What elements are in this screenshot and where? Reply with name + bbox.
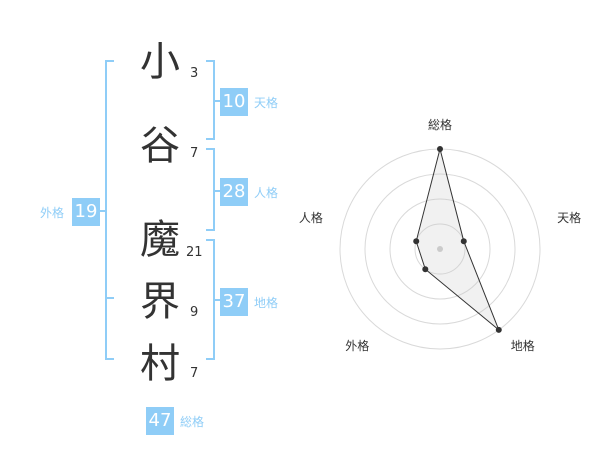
gaikaku-label: 外格: [40, 206, 65, 220]
radar-ring-1: [414, 223, 466, 275]
stroke-count-4: 9: [190, 305, 199, 320]
radar-ring-3: [364, 173, 516, 325]
soukaku-value: 47: [146, 407, 174, 435]
tenkaku-value: 10: [220, 88, 248, 116]
chikaku-value: 37: [220, 288, 248, 316]
gaikaku-bracket: [100, 60, 114, 360]
name-char-4: 界: [140, 279, 180, 325]
tenkaku-bracket: [206, 60, 220, 140]
radar-axis-label-5: 人格: [299, 210, 323, 225]
radar-axis-label-4: 外格: [345, 338, 369, 353]
radar-axis-label-1: 総格: [428, 117, 452, 132]
name-char-1: 小: [140, 39, 180, 85]
radar-center: [437, 246, 443, 252]
chikaku-bracket: [206, 239, 220, 360]
radar-point-5: [413, 238, 420, 245]
name-char-5: 村: [140, 341, 180, 387]
stroke-count-5: 7: [190, 366, 199, 381]
gaikaku-value: 19: [72, 198, 100, 226]
jinkaku-bracket: [206, 148, 220, 231]
tenkaku-label: 天格: [254, 96, 279, 110]
name-char-2: 谷: [140, 123, 180, 169]
stroke-count-1: 3: [190, 66, 199, 81]
radar-data-polygon: [415, 148, 500, 331]
name-char-3: 魔: [140, 217, 180, 263]
stroke-count-2: 7: [190, 146, 199, 161]
jinkaku-value: 28: [220, 178, 248, 206]
radar-point-2: [460, 238, 467, 245]
chikaku-label: 地格: [254, 296, 279, 310]
stroke-count-3: 21: [186, 245, 203, 260]
radar-point-1: [437, 146, 443, 152]
radar-point-3: [495, 326, 502, 333]
radar-ring-2: [389, 198, 491, 300]
soukaku-label: 総格: [180, 415, 205, 429]
jinkaku-label: 人格: [254, 186, 279, 200]
radar-axis-label-3: 地格: [511, 338, 535, 353]
radar-axis-label-2: 天格: [557, 210, 581, 225]
radar-point-4: [422, 266, 429, 273]
